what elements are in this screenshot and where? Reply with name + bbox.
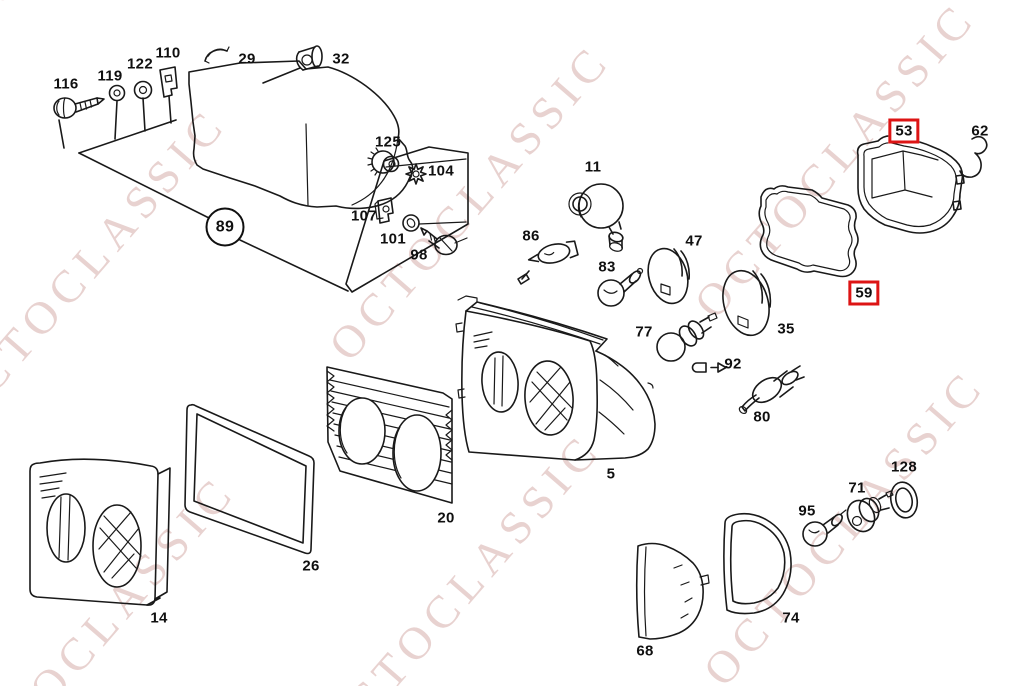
ring-128-art	[889, 481, 919, 519]
clip-107-art	[374, 197, 394, 224]
grille-20-art	[326, 366, 453, 504]
part-label-71: 71	[848, 479, 866, 497]
screw-98-art	[420, 227, 458, 256]
part-label-26: 26	[302, 557, 320, 575]
part-label-116: 116	[53, 75, 79, 93]
gear-104-art	[405, 163, 427, 185]
corner-lens-68-art	[635, 542, 710, 640]
seal-26-art	[184, 403, 315, 555]
gasket-59-art	[758, 185, 859, 278]
housing-89-art	[188, 60, 414, 210]
seal-74-art	[723, 512, 792, 615]
part-label-119: 119	[97, 67, 123, 85]
part-label-29: 29	[238, 50, 256, 68]
part-label-11: 11	[584, 158, 602, 176]
knob-125-art	[367, 147, 400, 176]
bulb-80-art	[738, 365, 805, 415]
headlamp-5-art	[455, 295, 656, 461]
part-label-86: 86	[522, 227, 540, 245]
part-label-68: 68	[636, 642, 654, 660]
actuator-11-art	[568, 183, 624, 252]
part-label-122: 122	[127, 55, 153, 73]
part-label-101: 101	[380, 230, 406, 248]
part-label-128: 128	[891, 458, 917, 476]
part-label-95: 95	[798, 502, 816, 520]
washer-122-art	[133, 80, 153, 100]
part-label-62: 62	[971, 122, 989, 140]
part-label-77: 77	[635, 323, 653, 341]
part-label-59: 59	[848, 280, 880, 306]
part-label-5: 5	[606, 465, 616, 483]
part-label-107: 107	[351, 207, 377, 225]
cover-53-art	[856, 135, 965, 234]
bulb-95-art	[802, 509, 847, 547]
cap-47-art	[647, 247, 691, 305]
lens-14-art	[29, 458, 171, 606]
washer-119-art	[108, 84, 126, 102]
part-label-92: 92	[724, 355, 742, 373]
holder-71-art	[846, 490, 894, 533]
cap-35-art	[722, 269, 772, 337]
clip-110-art	[159, 66, 178, 98]
clip-62-art	[959, 135, 988, 178]
part-label-53: 53	[888, 118, 920, 144]
clip-29-art	[204, 46, 230, 64]
screw-116-art	[53, 97, 105, 119]
part-label-74: 74	[782, 609, 800, 627]
part-label-35: 35	[777, 320, 795, 338]
leader-lines	[58, 67, 349, 292]
part-label-110: 110	[155, 44, 181, 62]
bulb-92-art	[691, 362, 727, 373]
part-label-20: 20	[437, 509, 455, 527]
part-label-104: 104	[428, 162, 454, 180]
part-label-89: 89	[205, 207, 245, 247]
part-label-125: 125	[375, 133, 401, 151]
part-label-14: 14	[150, 609, 168, 627]
part-label-47: 47	[685, 232, 703, 250]
nut-101-art	[402, 214, 420, 232]
part-label-98: 98	[410, 246, 428, 264]
part-label-80: 80	[753, 408, 771, 426]
holder-77-art	[656, 312, 718, 362]
part-label-32: 32	[332, 50, 350, 68]
bulb-83-art	[597, 267, 644, 307]
bulb-86-art	[517, 240, 579, 285]
part-label-83: 83	[598, 258, 616, 276]
